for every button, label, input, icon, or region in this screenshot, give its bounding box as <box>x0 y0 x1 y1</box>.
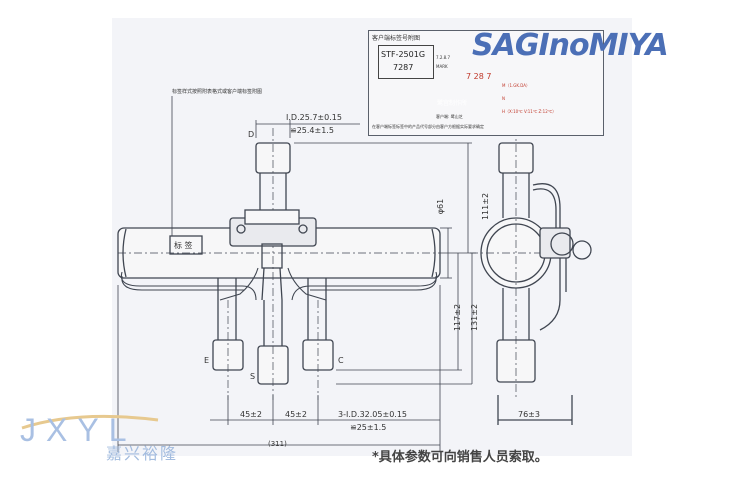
label-small-b: MARK <box>436 64 448 69</box>
dim-h3: 131±2 <box>470 303 480 332</box>
bottom-pipe-e <box>212 278 244 400</box>
dim-top-pipe-od: ≌25.4±1.5 <box>290 126 334 135</box>
label-callout: 标签样式按照附表格式或客户端标签附图 <box>172 89 263 95</box>
label-mid: 7 28 7 <box>466 72 492 81</box>
dealer-logo-swoosh <box>21 414 159 430</box>
brand-logo: SAGInoMIYA <box>472 28 669 64</box>
dim-side-width: 76±3 <box>518 410 540 419</box>
port-label-c: C <box>338 356 344 365</box>
label-box-header: 客户端标签号附图 <box>372 35 421 42</box>
side-view <box>470 128 592 425</box>
dim-h2: 117±2 <box>453 303 463 332</box>
port-label-d: D <box>248 130 255 139</box>
dim-page-no: (311) <box>268 440 287 448</box>
footnote: *具体参数可向销售人员索取。 <box>372 450 548 465</box>
dim-top-pipe-id: I.D.25.7±0.15 <box>286 113 342 122</box>
label-tag-text: 标 签 <box>174 241 193 250</box>
capillary-tubes <box>120 267 438 301</box>
bottom-pipe-c <box>302 278 334 400</box>
top-pipe-d <box>255 128 291 330</box>
label-bottom-text: 在客户端标签标签中的产品代号部分由客户方根据实际要求确定 <box>372 124 484 129</box>
brand-name: SAGInoMIYA <box>472 28 669 63</box>
label-side-left: 客户端: 鹭山芝 <box>436 114 463 119</box>
dealer-logo-letters: JXYL <box>20 412 137 448</box>
dimension-lines <box>117 96 476 452</box>
port-label-e: E <box>204 356 210 365</box>
dim-body-dia: φ61 <box>436 198 446 215</box>
dim-spacing-1: 45±2 <box>240 410 262 419</box>
dim-spacing-2: 45±2 <box>285 410 307 419</box>
label-model-box <box>378 45 434 79</box>
label-stamp: 鹭宫制作所 <box>437 100 468 107</box>
label-leg-3: H（X:10℃ V:11℃ Z:12℃） <box>502 109 557 114</box>
dim-bottom-pipe-id: 3-I.D.32.05±0.15 <box>338 410 407 419</box>
pilot-valve <box>229 209 317 301</box>
label-small-a: 7.2.8.7 <box>436 55 450 60</box>
port-label-s: S <box>250 372 256 381</box>
customer-label-box <box>368 30 604 136</box>
bottom-pipe-s <box>257 300 289 400</box>
label-leg-2: N <box>502 96 505 101</box>
dealer-name: 嘉兴裕隆 <box>106 444 179 463</box>
label-leg-1: M（1.GK.DA） <box>502 83 531 88</box>
dim-bottom-pipe-od: ≌25±1.5 <box>350 423 387 432</box>
dim-h1: 111±2 <box>481 192 491 221</box>
label-tag-box <box>169 235 203 255</box>
label-model: STF-2501G <box>381 50 426 59</box>
label-code: 7287 <box>393 63 414 72</box>
